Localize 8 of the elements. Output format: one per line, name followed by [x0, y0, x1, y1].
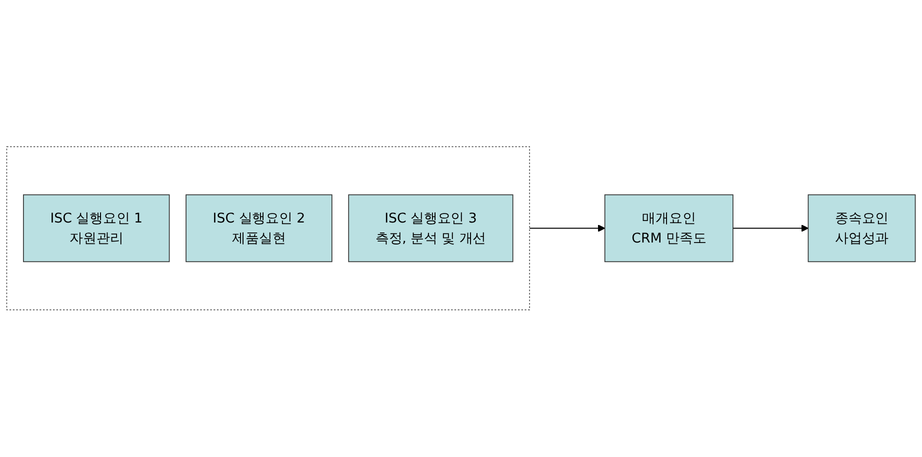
cluster	[6, 146, 530, 310]
arrow	[732, 224, 809, 232]
node-box: ISC 실행요인 3 측정, 분석 및 개선	[348, 194, 514, 262]
node-box: 종속요인 사업성과	[808, 194, 916, 262]
node-box: ISC 실행요인 2 제품실현	[186, 194, 332, 262]
node-box: ISC 실행요인 1 자원관리	[23, 194, 170, 262]
arrow	[530, 224, 606, 232]
node-box: 매개요인 CRM 만족도	[604, 194, 734, 262]
